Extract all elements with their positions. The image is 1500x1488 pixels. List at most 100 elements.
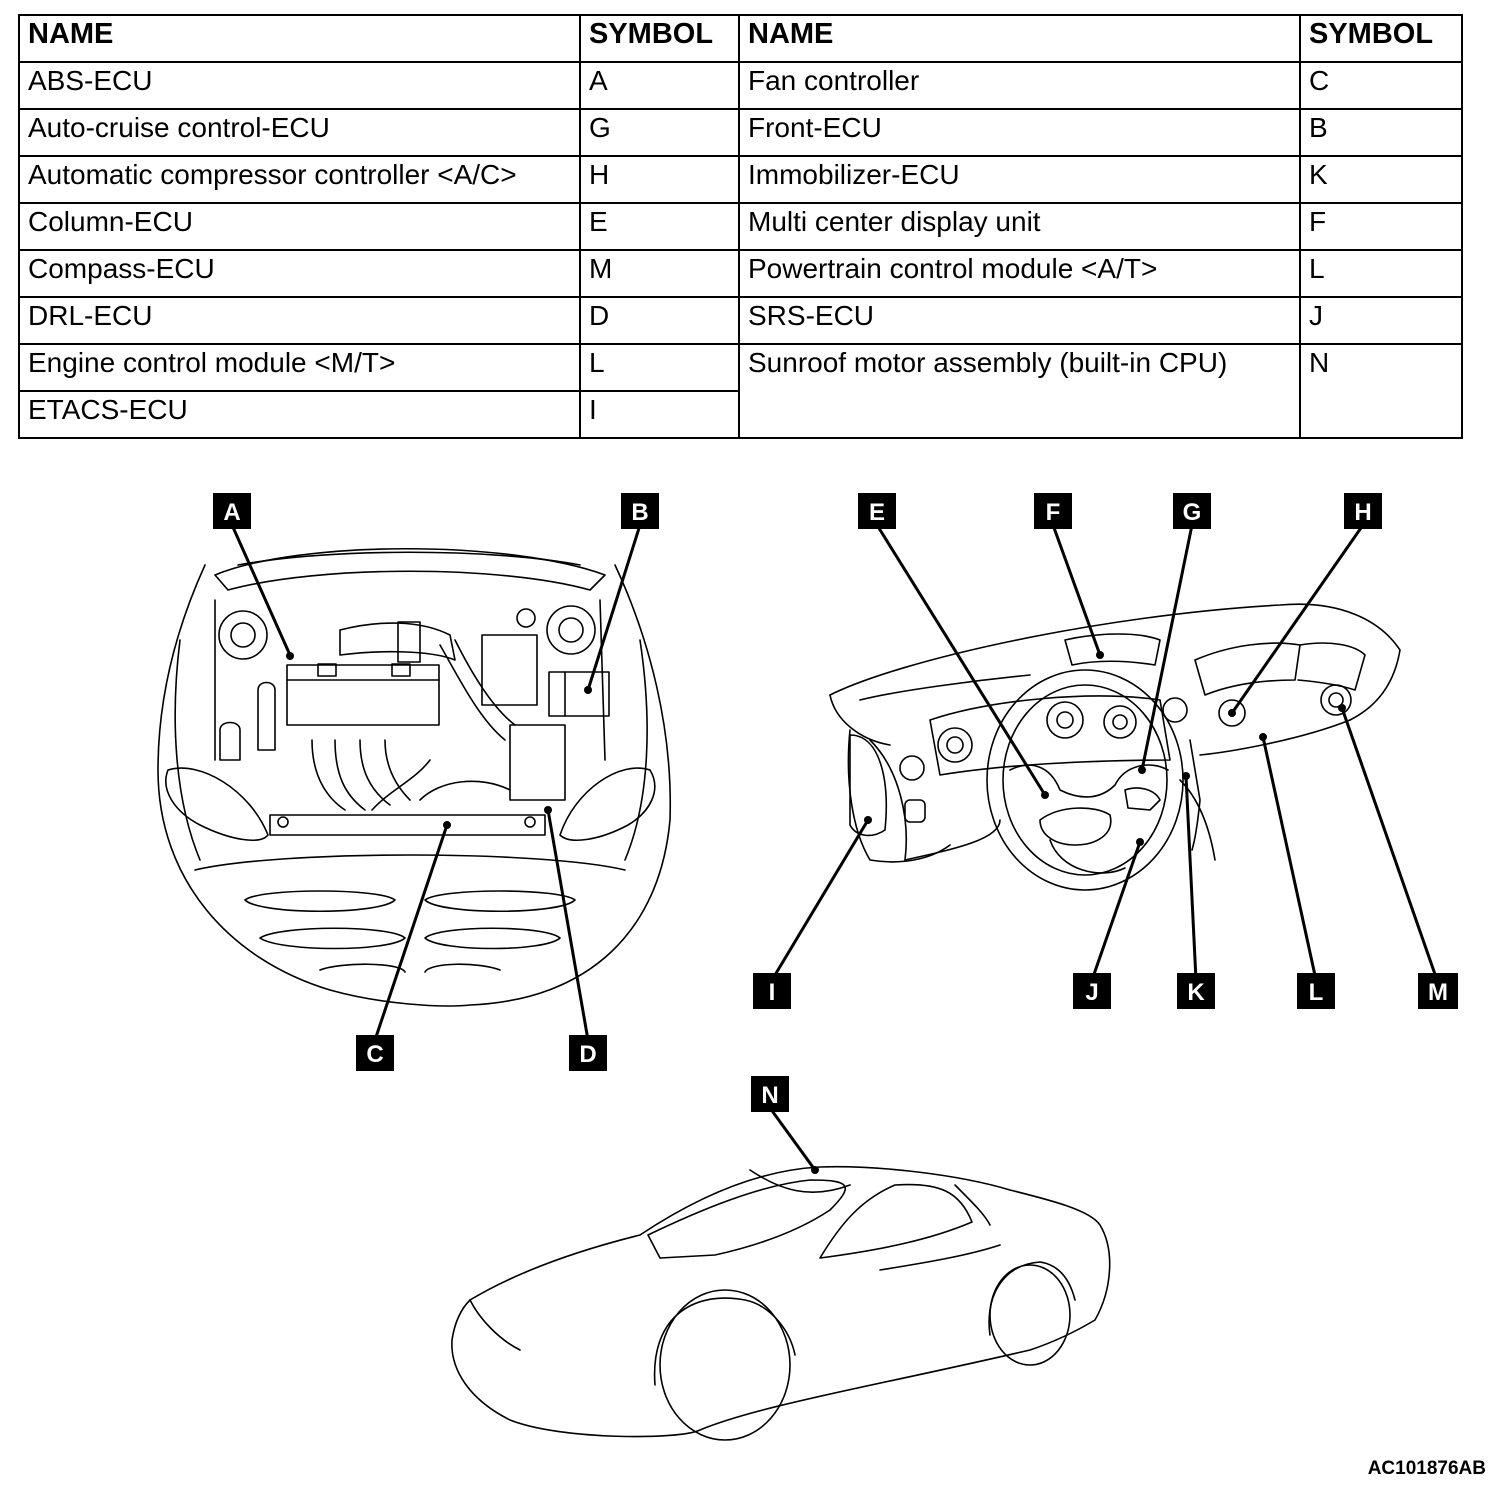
leader-b <box>586 524 642 691</box>
left-symbol-cell: D <box>579 296 740 345</box>
dashboard-drawing <box>829 603 1401 891</box>
leader-k <box>1184 775 1198 981</box>
table-header-row: NAME SYMBOL NAME SYMBOL <box>18 14 1463 63</box>
leader-j-dot <box>1136 838 1144 846</box>
right-name-cell: Immobilizer-ECU <box>738 155 1301 204</box>
leader-e-dot <box>1041 791 1049 799</box>
table-row: Compass-ECU M Powertrain control module … <box>18 249 1463 298</box>
right-name-cell: Powertrain control module <A/T> <box>738 249 1301 298</box>
right-name-cell: Sunroof motor assembly (built-in CPU) <box>738 343 1301 439</box>
left-name-cell: ABS-ECU <box>18 61 581 110</box>
svg-text:M: M <box>1428 979 1448 1006</box>
leader-f <box>1051 524 1102 656</box>
left-name-cell: Compass-ECU <box>18 249 581 298</box>
svg-text:D: D <box>579 1041 596 1068</box>
right-symbol-cell: B <box>1299 108 1463 157</box>
left-symbol-cell: G <box>579 108 740 157</box>
leader-n <box>768 1107 817 1171</box>
left-name-cell: ETACS-ECU <box>18 390 581 439</box>
callout-i: I <box>753 973 791 1009</box>
right-name-cell: Front-ECU <box>738 108 1301 157</box>
leader-i-dot <box>864 816 872 824</box>
left-name-cell: Engine control module <M/T> <box>18 343 581 392</box>
svg-text:G: G <box>1183 499 1202 526</box>
callout-f: F <box>1034 493 1072 529</box>
header-name-right: NAME <box>738 14 1301 63</box>
leader-e <box>875 524 1047 796</box>
left-name-cell: Column-ECU <box>18 202 581 251</box>
callout-k: K <box>1177 973 1215 1009</box>
svg-text:H: H <box>1354 499 1371 526</box>
left-name-cell: Automatic compressor controller <A/C> <box>18 155 581 204</box>
right-name-cell: SRS-ECU <box>738 296 1301 345</box>
right-symbol-cell: L <box>1299 249 1463 298</box>
callout-j: J <box>1073 973 1111 1009</box>
table-row: DRL-ECU D SRS-ECU J <box>18 296 1463 345</box>
engine-bay-drawing <box>157 548 672 1007</box>
header-symbol-right: SYMBOL <box>1299 14 1463 63</box>
right-symbol-cell: N <box>1299 343 1463 439</box>
left-symbol-cell: A <box>579 61 740 110</box>
table-row: ABS-ECU A Fan controller C <box>18 61 1463 110</box>
callout-m: M <box>1418 973 1458 1009</box>
leader-d-dot <box>544 806 552 814</box>
vehicle-drawing <box>451 1165 1111 1441</box>
right-symbol-cell: F <box>1299 202 1463 251</box>
leader-c-dot <box>443 821 451 829</box>
leader-g <box>1140 524 1194 771</box>
svg-text:N: N <box>761 1082 778 1109</box>
callout-c: C <box>356 1035 394 1071</box>
svg-text:F: F <box>1046 499 1061 526</box>
document-code: AC101876AB <box>1367 1458 1486 1479</box>
left-symbol-cell: L <box>579 343 740 392</box>
left-symbol-cell: I <box>579 390 740 439</box>
svg-text:C: C <box>366 1041 383 1068</box>
leader-b-dot <box>584 686 592 694</box>
table-row: Automatic compressor controller <A/C> H … <box>18 155 1463 204</box>
leader-f-dot <box>1096 651 1104 659</box>
table-row: Engine control module <M/T> L Sunroof mo… <box>18 343 1463 439</box>
right-symbol-cell: K <box>1299 155 1463 204</box>
callout-g: G <box>1173 493 1211 529</box>
leader-j <box>1090 841 1142 981</box>
callout-b: B <box>621 493 659 529</box>
callout-h: H <box>1344 493 1382 529</box>
callout-n: N <box>751 1076 789 1112</box>
table-row: Column-ECU E Multi center display unit F <box>18 202 1463 251</box>
left-symbol-cell: M <box>579 249 740 298</box>
left-symbol-cell: H <box>579 155 740 204</box>
callout-a: A <box>213 493 251 529</box>
left-name-cell: Auto-cruise control-ECU <box>18 108 581 157</box>
leader-lines <box>230 524 1439 1174</box>
leader-l <box>1261 736 1318 981</box>
leader-h <box>1230 524 1365 714</box>
header-symbol-left: SYMBOL <box>579 14 740 63</box>
leader-h-dot <box>1228 709 1236 717</box>
leader-k-dot <box>1182 772 1190 780</box>
ecu-location-table: NAME SYMBOL NAME SYMBOL ABS-ECU A Fan co… <box>18 14 1463 439</box>
callout-l: L <box>1297 973 1335 1009</box>
svg-text:I: I <box>769 979 776 1006</box>
leader-g-dot <box>1138 766 1146 774</box>
right-name-cell: Multi center display unit <box>738 202 1301 251</box>
svg-text:A: A <box>223 499 240 526</box>
svg-text:J: J <box>1085 979 1098 1006</box>
leader-d <box>546 809 590 1041</box>
leader-m-dot <box>1338 704 1346 712</box>
callout-d: D <box>569 1035 607 1071</box>
svg-text:L: L <box>1309 979 1324 1006</box>
left-name-cell: DRL-ECU <box>18 296 581 345</box>
table-row: Auto-cruise control-ECU G Front-ECU B <box>18 108 1463 157</box>
leader-c <box>373 824 449 1041</box>
right-symbol-cell: C <box>1299 61 1463 110</box>
leader-a-dot <box>286 652 294 660</box>
leader-i <box>770 819 870 981</box>
svg-text:K: K <box>1187 979 1205 1006</box>
leader-m <box>1340 707 1439 981</box>
right-name-cell: Fan controller <box>738 61 1301 110</box>
svg-text:B: B <box>631 499 648 526</box>
leader-a <box>230 524 292 656</box>
callout-e: E <box>858 493 896 529</box>
table-row: ETACS-ECU I <box>18 390 1462 439</box>
leader-n-dot <box>811 1166 819 1174</box>
